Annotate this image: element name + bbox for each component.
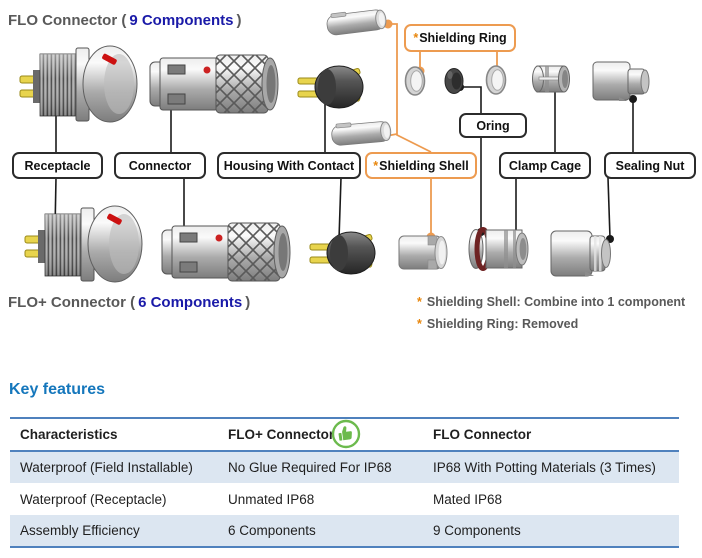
cell-flo-value: 9 Components: [433, 523, 521, 538]
flo-title-suffix: ): [236, 12, 242, 29]
orange-connector-lines: [385, 23, 498, 235]
floplus-housing-with-contact-illustration: [309, 231, 376, 275]
note-2-asterisk: *: [417, 317, 422, 331]
note-1-asterisk: *: [417, 295, 422, 309]
label-shielding-ring: *Shielding Ring: [404, 24, 516, 52]
flo-oring-illustration: [444, 68, 464, 94]
cell-flo-plus-value: Unmated IP68: [228, 491, 315, 507]
black-connector-lines: [54, 86, 634, 240]
thumbs-up-icon: [331, 419, 361, 454]
label-oring: Oring: [459, 113, 527, 138]
label-shielding-shell-text: Shielding Shell: [379, 158, 469, 173]
label-shielding-shell: *Shielding Shell: [365, 152, 477, 179]
table-row: Waterproof (Receptacle) Unmated IP68 Mat…: [10, 483, 679, 515]
flo-shielding-shell-2-illustration: [330, 118, 393, 147]
header-flo-connector: FLO Connector: [433, 427, 532, 442]
flo-receptacle-illustration: [19, 45, 138, 123]
label-housing-with-contact: Housing With Contact: [217, 152, 361, 179]
flo-housing-with-contact-illustration: [297, 65, 364, 109]
floplus-oring-clamp-cage-illustration: [469, 230, 528, 269]
flo-shielding-ring-2-illustration: [485, 65, 507, 95]
label-sealing-nut: Sealing Nut: [604, 152, 696, 179]
label-clamp-cage-text: Clamp Cage: [508, 158, 582, 173]
flo-plus-title-suffix: ): [245, 294, 251, 311]
label-housing-text: Housing With Contact: [223, 158, 355, 173]
cell-characteristic: Waterproof (Receptacle): [20, 491, 167, 507]
table-row: Waterproof (Field Installable) No Glue R…: [10, 452, 679, 483]
floplus-shielding-shell-illustration: [398, 235, 448, 270]
cell-flo-plus-value: No Glue Required For IP68: [228, 460, 392, 475]
flo-clamp-cage-illustration: [532, 65, 570, 93]
table-row: Assembly Efficiency 6 Components 9 Compo…: [10, 515, 679, 546]
flo-shielding-shell-1-illustration: [325, 6, 388, 37]
flo-plus-connector-title: FLO+ Connector (6 Components): [8, 294, 250, 311]
label-connector: Connector: [114, 152, 206, 179]
key-features-table: Characteristics FLO+ Connector FLO Conne…: [10, 417, 679, 548]
floplus-connector-illustration: [161, 222, 291, 282]
floplus-sealing-nut-illustration: [550, 230, 611, 277]
flo-sealing-nut-illustration: [592, 61, 650, 102]
note-shielding-shell: * Shielding Shell: Combine into 1 compone…: [417, 295, 685, 309]
label-sealing-nut-text: Sealing Nut: [615, 158, 685, 173]
floplus-receptacle-illustration: [24, 205, 143, 283]
flo-shielding-ring-1-illustration: [404, 66, 426, 96]
label-clamp-cage: Clamp Cage: [499, 152, 591, 179]
cell-characteristic: Assembly Efficiency: [20, 523, 140, 538]
key-features-heading: Key features: [9, 381, 106, 398]
table-header-row: Characteristics FLO+ Connector FLO Conne…: [10, 419, 679, 452]
flo-plus-title-count: 6 Components: [138, 294, 243, 311]
note-shielding-ring: * Shielding Ring: Removed: [417, 317, 578, 331]
label-receptacle: Receptacle: [12, 152, 103, 179]
flo-title-count: 9 Components: [129, 12, 234, 29]
flo-connector-illustration: [149, 54, 279, 114]
label-receptacle-text: Receptacle: [24, 158, 91, 173]
flo-title-prefix: FLO Connector (: [8, 12, 127, 29]
shielding-shell-asterisk: *: [373, 158, 379, 173]
header-characteristics: Characteristics: [20, 427, 118, 442]
cell-flo-plus-value: 6 Components: [228, 523, 316, 538]
note-1-text: Shielding Shell: Combine into 1 componen…: [426, 295, 686, 309]
shielding-ring-asterisk: *: [413, 31, 419, 45]
cell-characteristic: Waterproof (Field Installable): [20, 460, 193, 475]
exploded-diagram: [19, 6, 650, 283]
label-shielding-ring-text: Shielding Ring: [419, 31, 507, 45]
note-2-text: Shielding Ring: Removed: [426, 317, 579, 331]
label-connector-text: Connector: [128, 158, 192, 173]
header-flo-plus-connector: FLO+ Connector: [228, 427, 335, 442]
flo-connector-title: FLO Connector (9 Components): [8, 12, 242, 29]
flo-plus-title-prefix: FLO+ Connector (: [8, 294, 136, 311]
label-oring-text: Oring: [476, 118, 510, 133]
cell-flo-value: IP68 With Potting Materials (3 Times): [433, 460, 656, 475]
cell-flo-value: Mated IP68: [433, 491, 503, 507]
